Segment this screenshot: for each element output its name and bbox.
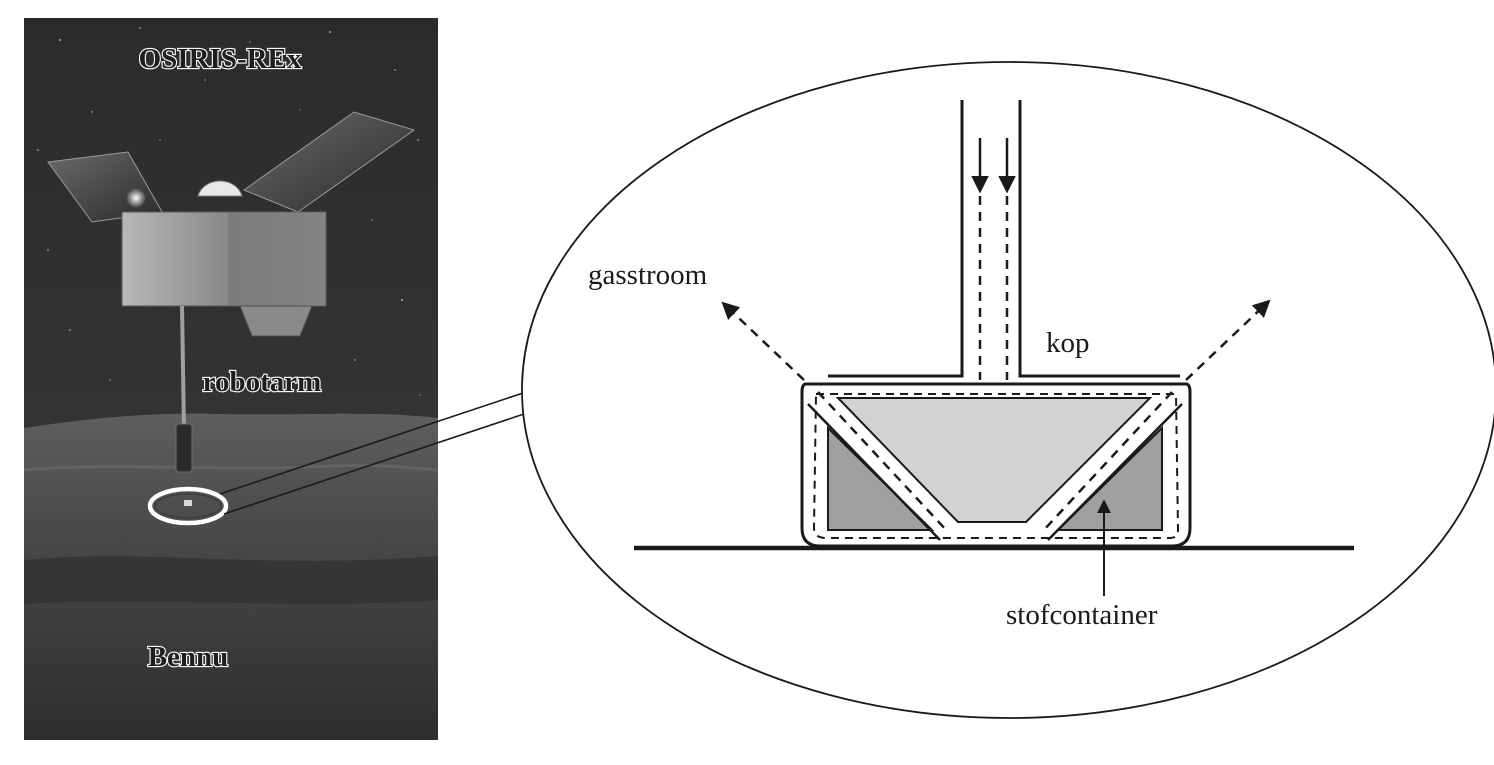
bus-shadow-side [228, 212, 326, 306]
sampler-head-outline [828, 100, 1180, 378]
surface-shadow [24, 556, 438, 604]
gas-outflow-arrow-right [1185, 299, 1271, 381]
gas-outflow-arrow-left [721, 301, 805, 381]
sampler-head [184, 500, 192, 506]
instrument-deck [239, 305, 313, 337]
zoom-ellipse [521, 61, 1494, 719]
robot-arm-head [175, 423, 193, 473]
head-label: kop [1046, 327, 1090, 359]
asteroid-label: Bennu [148, 641, 229, 673]
sampler-housing [800, 382, 1192, 548]
zoom-line-lower [223, 411, 531, 515]
spacecraft-label: OSIRIS-REx [139, 43, 302, 75]
robot-arm-shaft [180, 305, 186, 431]
channel-wall-left-outer [807, 403, 941, 541]
solar-panel-right [242, 111, 416, 213]
photo-panel: OSIRIS-REx robotarm Bennu [23, 18, 439, 740]
sun-glint [126, 188, 146, 208]
robot-arm-label: robotarm [203, 366, 322, 398]
sampler-highlight-ellipse [147, 486, 229, 526]
sampler-highlight-ellipse-inner [154, 493, 222, 519]
channel-wall-right-outer [1047, 403, 1183, 541]
zoom-connector [219, 391, 531, 515]
gas-path-outline [812, 393, 1180, 539]
gas-flow-label: gasstroom [588, 259, 708, 291]
surface-ridge [23, 463, 439, 472]
zoom-line-upper [219, 391, 527, 495]
sampler-body [835, 397, 1153, 523]
container-label: stofcontainer [1006, 599, 1158, 631]
zoom-diagram: gasstroom kop stofcontainer [521, 61, 1494, 719]
stars [37, 27, 421, 396]
high-gain-antenna [197, 180, 243, 197]
